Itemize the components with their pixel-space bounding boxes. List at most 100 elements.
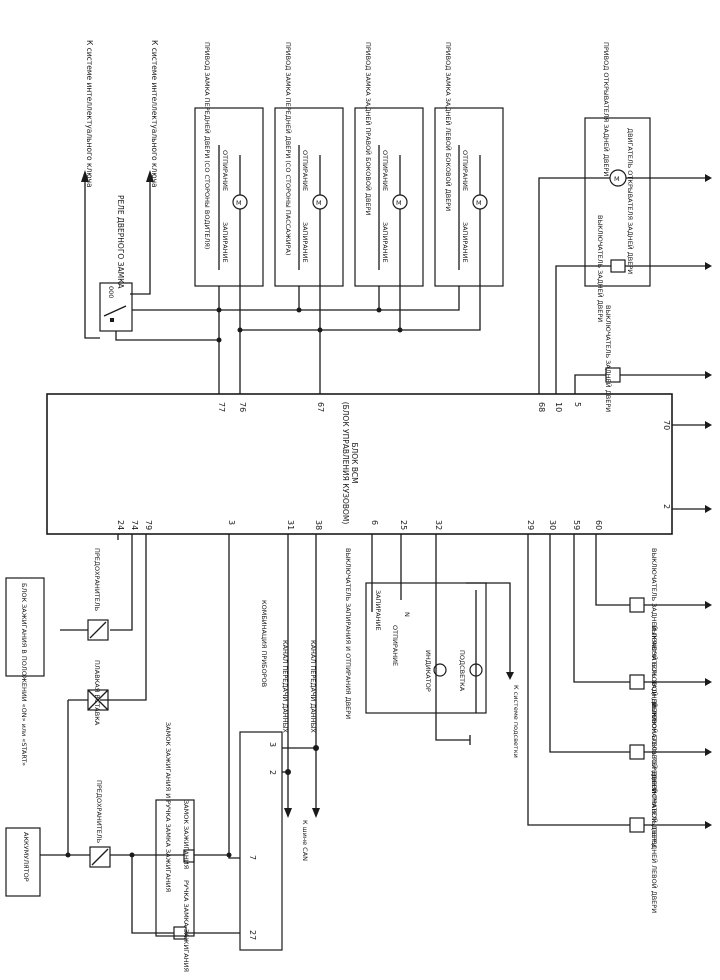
bcm-pin-38: 38 bbox=[314, 520, 323, 530]
indicator-label: ИНДИКАТОР bbox=[424, 650, 432, 692]
wire-79 bbox=[100, 534, 147, 701]
wire-59 bbox=[573, 534, 630, 683]
wire-68 bbox=[538, 177, 610, 394]
wire-relay-out bbox=[115, 331, 219, 341]
door-switch-rear-right-icon bbox=[629, 597, 645, 613]
bcm-pin-77: 77 bbox=[217, 402, 226, 412]
bcm-pin-10: 10 bbox=[554, 402, 563, 412]
relay-contact-icon bbox=[103, 305, 127, 317]
intel-key-label-1: К системе интеллектуального ключа bbox=[85, 40, 94, 188]
key-cylinder-switch-1-icon bbox=[183, 849, 195, 863]
meter-pin-2: 2 bbox=[268, 770, 277, 775]
wire-29 bbox=[527, 534, 630, 826]
rear-opener-motor-letter: M bbox=[614, 175, 620, 183]
relay-label: РЕЛЕ ДВЕРНОГО ЗАМКА bbox=[116, 195, 125, 289]
wire-3 bbox=[228, 534, 240, 859]
fuse-2-icon bbox=[89, 846, 111, 868]
fuse-1-label: ПРЕДОХРАНИТЕЛЬ bbox=[93, 548, 101, 611]
wire-key-2 bbox=[131, 855, 174, 934]
svg-text:M: M bbox=[236, 199, 242, 207]
bcm-pin-25: 25 bbox=[399, 520, 408, 530]
actuator-2-title: ПРИВОД ЗАМКА ПЕРЕДНЕЙ ДВЕРИ (СО СТОРОНЫ … bbox=[284, 42, 293, 255]
relay-coil-icon: 000 bbox=[107, 286, 115, 298]
key-cylinder-switch-2-label: РУЧКА ЗАМКА ЗАЖИГАНИЯ bbox=[182, 880, 190, 972]
svg-text:M: M bbox=[316, 199, 322, 207]
actuator-4-title: ПРИВОД ЗАМКА ЗАДНЕЙ ЛЕВОЙ БОКОВОЙ ДВЕРИ bbox=[444, 42, 453, 211]
ignition-block bbox=[5, 577, 45, 677]
actuator-3-unlock: ОТПИРАНИЕ bbox=[381, 150, 389, 191]
actuator-rear-left: M bbox=[434, 107, 504, 287]
bcm-pin-6: 6 bbox=[370, 520, 379, 525]
actuator-front-passenger: M bbox=[274, 107, 344, 287]
bcm-pin-60: 60 bbox=[594, 520, 603, 530]
key-cylinder-title: ЗАМОК ЗАЖИГАНИЯ И РУЧКА ЗАМКА ЗАЖИГАНИЯ bbox=[164, 722, 172, 892]
bcm-pin-24: 24 bbox=[116, 520, 125, 530]
svg-text:M: M bbox=[476, 199, 482, 207]
wire-30 bbox=[549, 534, 630, 753]
door-switch-rear-left-label: ВЫКЛЮЧАТЕЛЬ ЗАДНЕЙ ЛЕВОЙ БОКОВОЙ ДВЕРИ bbox=[650, 625, 659, 794]
combination-meter bbox=[239, 731, 283, 951]
bcm-pin-59: 59 bbox=[572, 520, 581, 530]
wire-32 bbox=[435, 534, 470, 741]
actuator-2-unlock: ОТПИРАНИЕ bbox=[301, 150, 309, 191]
wire-10 bbox=[555, 265, 611, 394]
rear-opener-title: ПРИВОД ОТКРЫВАТЕЛЯ ЗАДНЕЙ ДВЕРИ bbox=[602, 42, 611, 176]
bcm-pin-74: 74 bbox=[130, 520, 139, 530]
door-switch-rear-left-icon bbox=[629, 674, 645, 690]
actuator-1-unlock: ОТПИРАНИЕ bbox=[221, 150, 229, 191]
rear-door-switch-label: ВЫКЛЮЧАТЕЛЬ ЗАДНЕЙ ДВЕРИ bbox=[604, 305, 613, 412]
ignition-block-label: БЛОК ЗАЖИГАНИЯ В ПОЛОЖЕНИИ «ON» или «STA… bbox=[20, 583, 28, 766]
bcm-block bbox=[46, 393, 673, 535]
meter-pin-7: 7 bbox=[248, 855, 257, 860]
actuator-2-lock: ЗАПИРАНИЕ bbox=[301, 222, 309, 263]
bcm-subtitle: (БЛОК УПРАВЛЕНИЯ КУЗОВОМ) bbox=[341, 402, 350, 525]
rear-opener-box bbox=[584, 117, 651, 287]
bcm-pin-70: 70 bbox=[662, 420, 671, 430]
lock-switch-lock-label: ЗАПИРАНИЕ bbox=[374, 590, 382, 631]
actuator-bus-wires bbox=[216, 286, 481, 394]
svg-text:M: M bbox=[396, 199, 402, 207]
actuator-1-title: ПРИВОД ЗАМКА ПЕРЕДНЕЙ ДВЕРИ (СО СТОРОНЫ … bbox=[203, 42, 212, 249]
door-switch-front-right-icon bbox=[629, 744, 645, 760]
combination-meter-label: КОМБИНАЦИЯ ПРИБОРОВ bbox=[260, 600, 268, 687]
bcm-pin-67: 67 bbox=[316, 402, 325, 412]
bcm-pin-68: 68 bbox=[537, 402, 546, 412]
can-target-label: К шине CAN bbox=[301, 820, 309, 861]
key-cylinder-switch-1-label: ЗАМОК ЗАЖИГАНИЯ bbox=[182, 800, 190, 869]
wire-60 bbox=[595, 534, 630, 606]
door-switch-rear-right-label: ВЫКЛЮЧАТЕЛЬ ЗАДНЕЙ ПРАВОЙ БОКОВОЙ ДВЕРИ bbox=[650, 548, 659, 721]
actuator-front-driver: M bbox=[194, 107, 264, 287]
bcm-pin-29: 29 bbox=[526, 520, 535, 530]
can-tx-label: КАНАЛ ПЕРЕДАЧИ ДАННЫХ bbox=[281, 640, 289, 733]
wire-74 bbox=[110, 534, 133, 631]
actuator-4-unlock: ОТПИРАНИЕ bbox=[461, 150, 469, 191]
lock-switch-terminal-label: N bbox=[403, 612, 411, 617]
can-rx-label: КАНАЛ ПЕРЕДАЧИ ДАННЫХ bbox=[309, 640, 317, 733]
meter-pin-3: 3 bbox=[268, 742, 277, 747]
bcm-pin-5: 5 bbox=[573, 402, 582, 407]
intel-key-wires bbox=[81, 170, 154, 339]
actuator-3-title: ПРИВОД ЗАМКА ЗАДНЕЙ ПРАВОЙ БОКОВОЙ ДВЕРИ bbox=[364, 42, 373, 215]
bcm-pin-3: 3 bbox=[227, 520, 236, 525]
rear-opener-switch-icon bbox=[610, 259, 626, 273]
bcm-pin-31: 31 bbox=[286, 520, 295, 530]
bcm-pin-30: 30 bbox=[548, 520, 557, 530]
wire-backlight bbox=[466, 582, 511, 672]
door-lock-relay bbox=[99, 282, 133, 332]
backlight-label: ПОДСВЕТКА bbox=[458, 650, 466, 692]
lock-switch-unlock-label: ОТПИРАНИЕ bbox=[391, 625, 399, 666]
door-switch-front-left-icon bbox=[629, 817, 645, 833]
key-cylinder-box bbox=[155, 799, 195, 937]
lock-switch-box bbox=[365, 582, 487, 714]
actuator-1-lock: ЗАПИРАНИЕ bbox=[221, 222, 229, 263]
actuator-4-lock: ЗАПИРАНИЕ bbox=[461, 222, 469, 263]
indicator-icon bbox=[433, 663, 447, 677]
wire-77 bbox=[132, 309, 220, 394]
lock-switch-title: ВЫКЛЮЧАТЕЛЬ ЗАПИРАНИЯ И ОТПИРАНИЯ ДВЕРИ bbox=[344, 548, 352, 719]
intel-key-label-2: К системе интеллектуального ключа bbox=[150, 40, 159, 188]
door-switch-front-left-label: ВЫКЛЮЧАТЕЛЬ ПЕРЕДНЕЙ ЛЕВОЙ ДВЕРИ bbox=[650, 772, 659, 913]
bcm-pin-79: 79 bbox=[144, 520, 153, 530]
meter-pin-27: 27 bbox=[248, 930, 257, 940]
battery-label: АККУМУЛЯТОР bbox=[22, 832, 30, 882]
